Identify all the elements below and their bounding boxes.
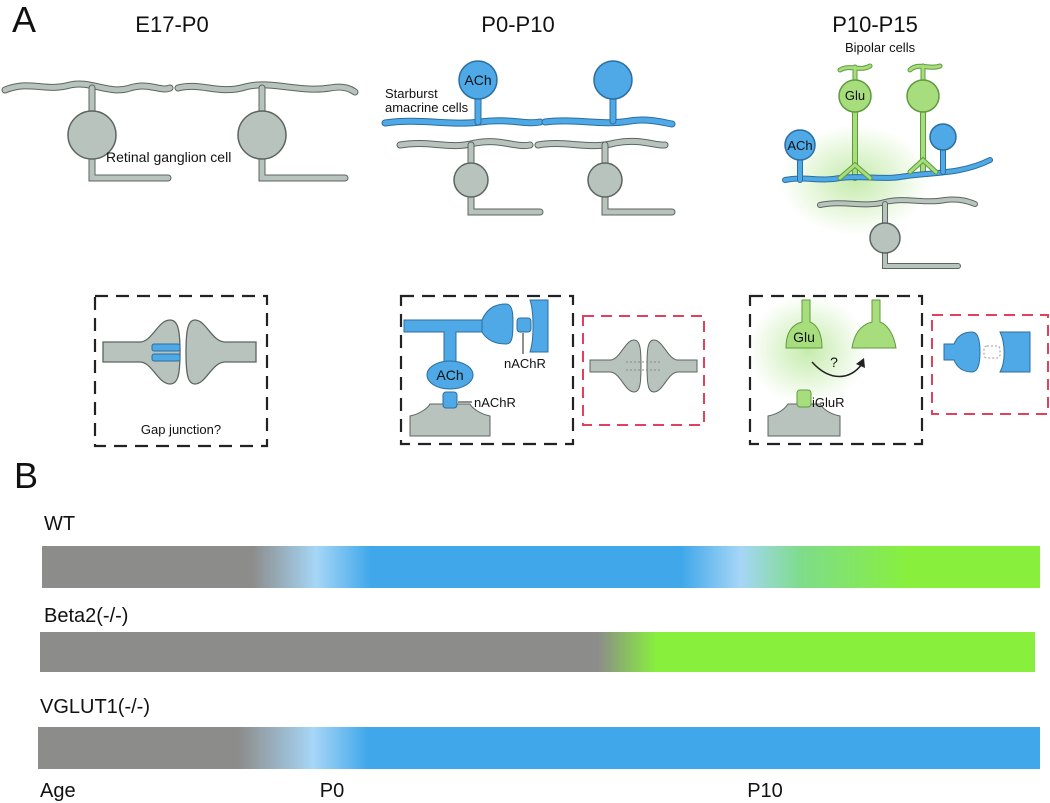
age-tick-p0: P0 [320, 780, 344, 802]
track-label-wt: WT [44, 513, 75, 535]
sac-terminal [943, 331, 981, 373]
transition-arrowhead [856, 358, 865, 368]
ach-label: ACh [787, 138, 812, 153]
postsynaptic-terminal-blue [999, 331, 1031, 373]
bipolar-cell-body [838, 79, 872, 113]
faded-receptor [983, 345, 1001, 359]
ach-label: ACh [436, 367, 463, 383]
synapse-terminal-right [646, 339, 698, 393]
gap-junction-label: Gap junction? [141, 422, 221, 437]
iglur-receptor [796, 389, 812, 408]
stage-p10-p15-diagram [782, 63, 993, 269]
ach-label: ACh [464, 72, 491, 88]
track-label-vglut1: VGLUT1(-/-) [40, 696, 150, 718]
nachr-label: nAChR [504, 356, 546, 371]
age-axis-label: Age [40, 780, 76, 802]
ganglion-cell-body [869, 222, 901, 254]
stage-p0-p10-diagram [381, 96, 676, 216]
starburst-amacrine-cell-body [593, 60, 633, 100]
stage-title-e17-p0: E17-P0 [135, 12, 208, 37]
activity-bar-vglut1 [38, 727, 1040, 769]
glutamate-glow [748, 295, 868, 405]
inset-silenced-gap-junction-box [582, 315, 705, 426]
sac-terminal [481, 303, 514, 345]
bipolar-terminal [851, 299, 897, 349]
panel-b-label: B [14, 455, 38, 496]
stage-title-p0-p10: P0-P10 [481, 12, 554, 37]
bipolar-cell-body [906, 79, 940, 113]
ganglion-cell-body [67, 110, 117, 160]
track-label-beta2: Beta2(-/-) [44, 605, 128, 627]
postsynaptic-terminal-gray [767, 403, 841, 437]
inset-cholinergic-box [399, 294, 575, 446]
faded-gap-junction [626, 361, 662, 371]
activity-bar-wt [42, 546, 1040, 588]
bipolar-cells-label: Bipolar cells [845, 40, 916, 55]
question-mark: ? [830, 354, 838, 370]
nachr-receptor [516, 317, 532, 333]
sac-terminal-ach [426, 360, 474, 390]
synapse-terminal-left [102, 319, 181, 385]
stage-title-p10-p15: P10-P15 [832, 12, 918, 37]
ganglion-cell-body [237, 110, 287, 160]
gap-junction-channel [151, 353, 181, 362]
gap-junction-channel [151, 343, 181, 352]
stage-e17-p0-diagram [1, 80, 359, 182]
postsynaptic-terminal-blue [529, 299, 549, 353]
ganglion-cell-body [453, 162, 489, 198]
starburst-amacrine-cell-body [784, 129, 816, 161]
transition-arrow [811, 361, 863, 378]
nachr-label: nAChR [474, 395, 516, 410]
inset-gap-junction-box [93, 294, 269, 448]
sac-process [403, 319, 483, 367]
glu-label: Glu [793, 329, 815, 345]
bipolar-terminal [785, 299, 823, 349]
starburst-label-line2: amacrine cells [385, 100, 469, 115]
iglur-label: iGluR [812, 395, 845, 410]
starburst-label-line1: Starburst [385, 86, 438, 101]
postsynaptic-terminal-gray [409, 403, 491, 437]
starburst-amacrine-cell-body [929, 123, 957, 151]
nachr-receptor [442, 391, 458, 409]
inset-silenced-cholinergic-box [931, 314, 1049, 415]
glu-label: Glu [845, 88, 865, 103]
synapse-terminal-right [185, 319, 257, 385]
synapse-terminal-left [589, 339, 642, 393]
panel-a-label: A [12, 0, 36, 40]
inset-glutamatergic-box [748, 294, 924, 446]
retinal-ganglion-cell-label: Retinal ganglion cell [106, 149, 231, 165]
starburst-amacrine-cell-body [458, 60, 498, 100]
activity-bar-beta2 [40, 632, 1035, 672]
ganglion-cell-body [587, 162, 623, 198]
age-tick-p10: P10 [747, 780, 783, 802]
